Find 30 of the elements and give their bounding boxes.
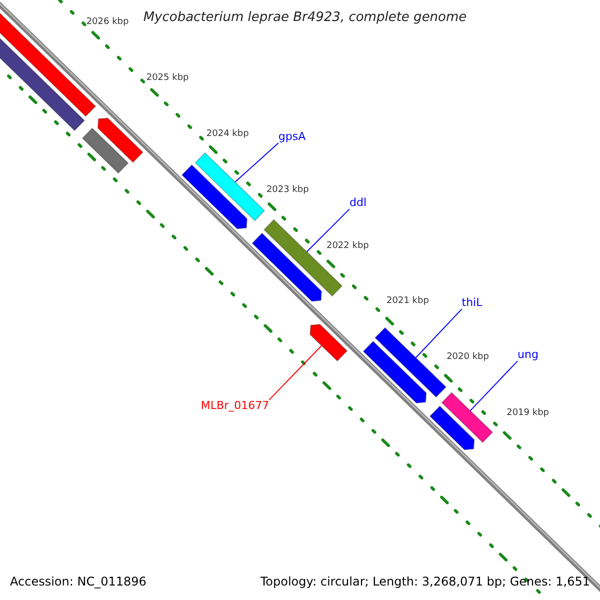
gene-block (194, 152, 266, 222)
scale-label: 2021 kbp (386, 298, 429, 308)
leader-line (234, 142, 279, 183)
scale-label: 2026 kbp (86, 18, 129, 28)
footer-text: Topology: circular; Length: 3,268,071 bp; Genes: 1,651 (260, 575, 590, 589)
gene-label: thiL (462, 296, 482, 310)
scale-label: 2019 kbp (506, 409, 550, 420)
gene-block (362, 340, 427, 404)
map-title: Mycobacterium leprae Br4923, complete genome (143, 10, 467, 26)
leader-line (268, 345, 322, 400)
leader-line (415, 308, 462, 358)
scale-label: 2022 kbp (326, 242, 369, 252)
gene-block (181, 164, 248, 230)
gene-label: ung (518, 348, 538, 362)
gene-block (82, 128, 129, 174)
scale-label: 2023 kbp (266, 186, 309, 196)
scale-label: 2020 kbp (446, 353, 489, 364)
gene-block (252, 232, 322, 302)
gene-label: gpsA (278, 130, 306, 144)
scale-label: 2025 kbp (146, 74, 189, 84)
gene-block (374, 327, 447, 398)
gene-label: MLBr_01677 (200, 400, 270, 412)
scale-label: 2024 kbp (206, 130, 249, 140)
gene-block (429, 406, 475, 450)
gene-block (441, 392, 494, 444)
gene-block (310, 324, 348, 362)
gene-block (97, 118, 144, 163)
footer-text: Accession: NC_011896 (10, 575, 146, 589)
leader-line (306, 208, 350, 252)
gene-label: ddl (349, 196, 367, 210)
